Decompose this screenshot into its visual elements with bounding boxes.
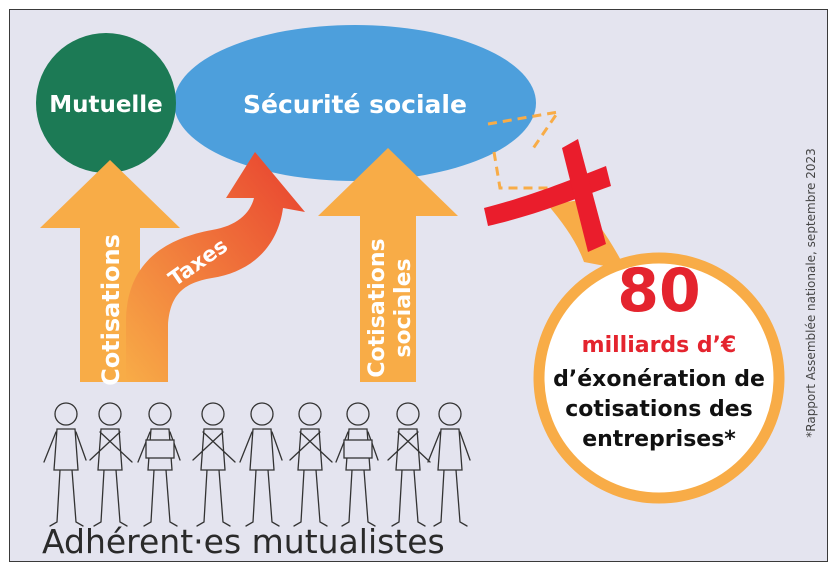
cotisations-arrow (40, 160, 180, 382)
member-figure (335, 402, 379, 527)
callout-line2: cotisations des (565, 397, 753, 422)
securite-sociale-label: Sécurité sociale (243, 90, 467, 119)
mutuelle-label: Mutuelle (49, 92, 163, 118)
callout-amount: 80 (617, 256, 701, 326)
blocked-arrow-outline (487, 109, 562, 190)
member-figure (239, 402, 283, 527)
member-figure (289, 402, 333, 527)
members-label: Adhérent·es mutualistes (42, 522, 445, 561)
member-figure (192, 402, 236, 527)
cotisations-sociales-label-line1: Cotisations (365, 238, 390, 377)
mutuelle-circle (36, 33, 176, 173)
callout-line3: entreprises* (582, 427, 736, 452)
member-figure (137, 402, 181, 527)
taxes-arrow (126, 152, 305, 382)
exoneration-callout-circle (533, 252, 785, 504)
cotisations-sociales-arrow (318, 148, 458, 382)
cotisations-arrow-label: Cotisations (97, 234, 125, 386)
source-note: *Rapport Assemblée nationale, septembre … (804, 148, 818, 437)
callout-unit: milliards d’€ (582, 333, 737, 358)
member-figure (89, 402, 133, 527)
member-figure (43, 402, 87, 527)
red-cross-icon (484, 139, 611, 252)
securite-sociale-ellipse (174, 25, 536, 181)
cotisations-sociales-label-line2: sociales (391, 258, 416, 357)
member-figure (387, 402, 431, 527)
member-figure (427, 402, 471, 527)
members-group (43, 402, 471, 527)
callout-line1: d’éxonération de (553, 367, 765, 392)
